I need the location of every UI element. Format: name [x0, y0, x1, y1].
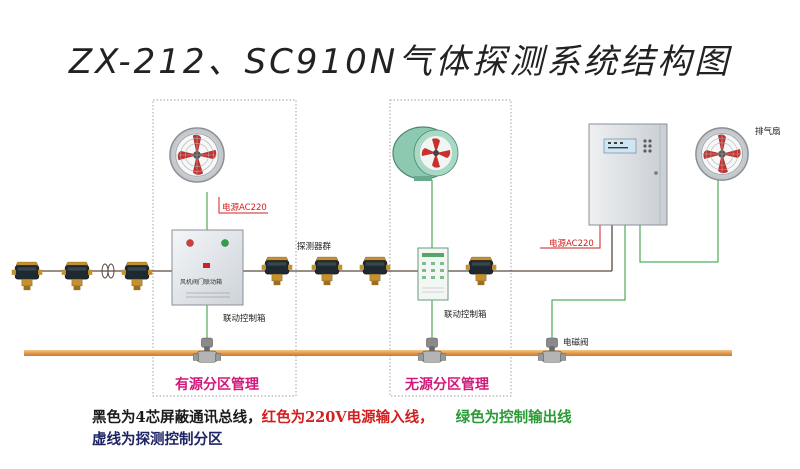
- control-box-label-left: 联动控制箱: [223, 314, 266, 324]
- power-label-left: 电源AC220: [222, 203, 267, 213]
- legend-line-1: 黑色为4芯屏蔽通讯总线，红色为220V电源输入线， 绿色为控制输出线: [92, 406, 572, 427]
- gas-detector: [311, 256, 343, 286]
- zone-frames: [152, 99, 512, 397]
- controller-cabinet: [588, 123, 668, 226]
- solenoid-valve-label: 电磁阀: [563, 338, 589, 348]
- gas-pipe: [24, 350, 732, 356]
- powered-zone-frame: [152, 99, 297, 397]
- linkage-control-box-left: [171, 229, 244, 306]
- exhaust-fan-right: [695, 127, 749, 181]
- exhaust-fan-label: 排气扇: [755, 127, 781, 137]
- powered-zone-label: 有源分区管理: [175, 377, 259, 393]
- page-title: ZX-212、SC910N气体探测系统结构图: [68, 42, 732, 82]
- power-label-right: 电源AC220: [549, 239, 594, 249]
- explosion-proof-fan: [392, 126, 459, 181]
- unpowered-zone-label: 无源分区管理: [405, 377, 489, 393]
- legend-red-power: 红色为220V电源输入线，: [261, 409, 434, 426]
- linkage-control-box-mid: [417, 247, 449, 301]
- legend-dashed-zone: 虚线为探测控制分区: [92, 431, 223, 448]
- gas-detector: [121, 261, 153, 291]
- control-lines: [206, 180, 719, 342]
- legend-black-bus: 黑色为4芯屏蔽通讯总线，: [92, 409, 262, 426]
- unpowered-zone-frame: [389, 99, 512, 397]
- box-panel-text: 风机阀门联动箱: [180, 279, 223, 286]
- gas-detector: [11, 261, 43, 291]
- gas-detector: [465, 256, 497, 286]
- detector-group-label: 探测器群: [297, 242, 332, 252]
- legend-green-control: 绿色为控制输出线: [455, 409, 572, 426]
- gas-detector: [61, 261, 93, 291]
- gas-detector: [261, 256, 293, 286]
- legend-line-2: 虚线为探测控制分区: [92, 428, 223, 449]
- cable-coil: [101, 263, 115, 279]
- power-lines: [218, 197, 601, 249]
- gas-detector: [359, 256, 391, 286]
- exhaust-fan-left: [169, 127, 225, 183]
- control-box-label-mid: 联动控制箱: [444, 310, 487, 320]
